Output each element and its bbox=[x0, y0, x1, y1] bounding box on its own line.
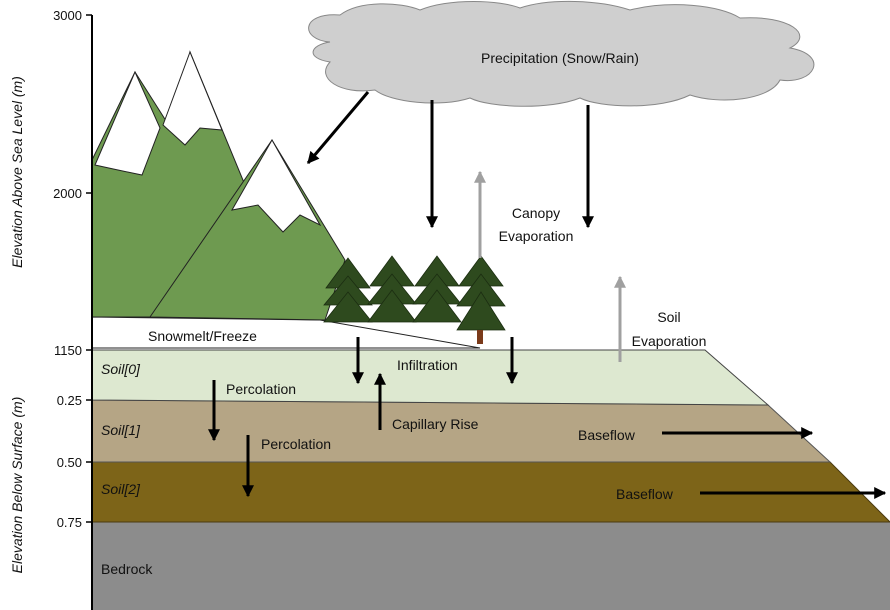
tick-1150: 1150 bbox=[54, 343, 82, 358]
snow-arrow bbox=[306, 91, 370, 164]
bedrock-layer bbox=[92, 522, 890, 610]
snowcap-2 bbox=[162, 50, 223, 146]
soil1-label: Soil[1] bbox=[101, 422, 141, 438]
tick-2000: 2000 bbox=[53, 186, 82, 201]
snowcap-1 bbox=[94, 70, 161, 176]
canopy-evap-label-2: Evaporation bbox=[499, 228, 574, 244]
percolation-label-2: Percolation bbox=[261, 436, 331, 452]
baseflow-label-1: Baseflow bbox=[578, 427, 636, 443]
tick-3000: 3000 bbox=[53, 8, 82, 23]
infiltration-label: Infiltration bbox=[397, 357, 458, 373]
mountains bbox=[91, 50, 346, 321]
precipitation-cloud bbox=[308, 0, 815, 107]
snowmelt-label: Snowmelt/Freeze bbox=[148, 328, 257, 344]
tick-0-75: 0.75 bbox=[57, 515, 82, 530]
soil2-label: Soil[2] bbox=[101, 481, 141, 497]
capillary-rise-label: Capillary Rise bbox=[392, 416, 479, 432]
lower-axis-title: Elevation Below Surface (m) bbox=[9, 397, 25, 574]
soil0-label: Soil[0] bbox=[101, 361, 141, 377]
baseflow-label-2: Baseflow bbox=[616, 486, 674, 502]
soil-evap-label-2: Evaporation bbox=[632, 333, 707, 349]
tree-trunk bbox=[477, 330, 483, 344]
canopy-evap-label-1: Canopy bbox=[512, 205, 560, 221]
snowcap-3 bbox=[231, 138, 322, 233]
tick-0-50: 0.50 bbox=[57, 455, 82, 470]
tree bbox=[456, 255, 506, 331]
precipitation-label: Precipitation (Snow/Rain) bbox=[481, 50, 639, 66]
soil-evap-label-1: Soil bbox=[657, 309, 680, 325]
upper-axis-title: Elevation Above Sea Level (m) bbox=[9, 76, 25, 268]
tree bbox=[412, 255, 462, 323]
tick-0-25: 0.25 bbox=[57, 393, 82, 408]
axis-ticks bbox=[86, 14, 92, 523]
tree bbox=[323, 257, 373, 323]
tree bbox=[367, 255, 417, 323]
tree-group bbox=[323, 255, 506, 344]
percolation-label-1: Percolation bbox=[226, 381, 296, 397]
bedrock-label: Bedrock bbox=[101, 561, 153, 577]
